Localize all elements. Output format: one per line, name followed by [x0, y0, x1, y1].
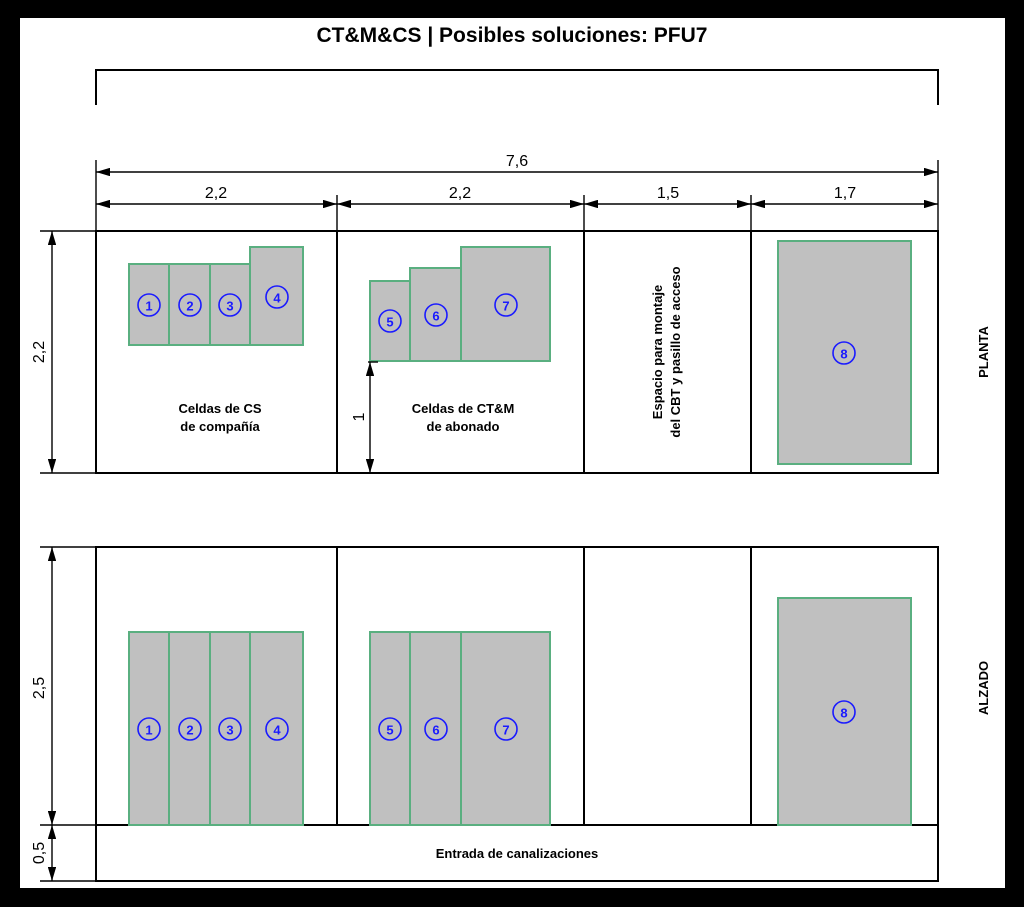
cell-box [168, 631, 211, 826]
alzado-cell-7: 7 [460, 631, 551, 826]
entrada-label: Entrada de canalizaciones [436, 846, 599, 861]
cell-number-circle [832, 700, 856, 724]
width-label-1: 2,2 [205, 185, 227, 202]
cell-number: 5 [386, 723, 393, 738]
cs-label-line1: Celdas de CS [178, 401, 261, 416]
planta-cell-6: 6 [409, 267, 462, 362]
cell-box [777, 240, 912, 465]
cell-number-circle [178, 293, 202, 317]
alzado-cell-8: 8 [777, 597, 912, 826]
cell-box [249, 246, 304, 346]
cell-number: 1 [145, 723, 152, 738]
alzado-height-dimension: 2,5 0,5 [31, 546, 96, 882]
planta-cell-8: 8 [777, 240, 912, 465]
cell-number-circle [378, 717, 402, 741]
planta-label: PLANTA [976, 326, 991, 378]
cell-number: 8 [840, 706, 847, 721]
alzado-cell-1: 1 [128, 631, 170, 826]
alzado-cell-6: 6 [409, 631, 462, 826]
top-bracket [95, 69, 939, 105]
cell-number-circle [218, 717, 242, 741]
planta-height-dimension: 2,2 [31, 230, 96, 474]
cell-number-circle [137, 717, 161, 741]
cell-number: 2 [186, 299, 193, 314]
cell-number-circle [178, 717, 202, 741]
base-height-label: 0,5 [31, 842, 48, 864]
cell-number: 1 [145, 299, 152, 314]
planta-cell-7: 7 [460, 246, 551, 362]
cs-label-line2: de compañía [180, 419, 260, 434]
cell-number-circle [378, 309, 402, 333]
cell-number: 4 [273, 291, 281, 306]
width-label-3: 1,5 [657, 185, 679, 202]
cell-number: 8 [840, 347, 847, 362]
alzado-cell-3: 3 [209, 631, 251, 826]
cell-number-circle [494, 293, 518, 317]
space-label-line1: Espacio para montaje [650, 285, 665, 419]
planta-cell-2: 2 [168, 263, 211, 346]
cell-box [777, 597, 912, 826]
planta-view: 1 2 3 4 5 6 7 8 Celdas de CS de compañía Celdas… [95, 230, 991, 474]
total-width-label: 7,6 [506, 153, 528, 170]
width-label-2: 2,2 [449, 185, 471, 202]
cell-number: 6 [432, 309, 439, 324]
sub-width-dimensions: 2,2 2,2 1,5 1,7 [96, 185, 938, 231]
cell-number: 3 [226, 299, 233, 314]
alzado-height-label: 2,5 [31, 677, 48, 699]
planta-cell-4: 4 [249, 246, 304, 346]
cell-box [369, 280, 411, 362]
cell-box [128, 631, 170, 826]
cell-box [209, 631, 251, 826]
cell-offset-dimension: 1 [351, 361, 378, 473]
cell-number-circle [494, 717, 518, 741]
ctm-label-line2: de abonado [427, 419, 500, 434]
cell-number: 3 [226, 723, 233, 738]
cell-number: 6 [432, 723, 439, 738]
cell-number: 4 [273, 723, 281, 738]
cell-number-circle [265, 717, 289, 741]
cell-offset-label: 1 [351, 412, 368, 421]
planta-height-label: 2,2 [31, 341, 48, 363]
cell-number: 7 [502, 723, 509, 738]
cell-number-circle [265, 285, 289, 309]
alzado-view: 1 2 3 4 5 6 7 8 Entrada de canalizaciones ALZAD… [95, 546, 991, 882]
cell-box [409, 631, 462, 826]
cell-box [460, 246, 551, 362]
space-label-line2: del CBT y pasillo de acceso [668, 266, 683, 437]
cell-number-circle [137, 293, 161, 317]
cell-number: 5 [386, 315, 393, 330]
planta-cell-1: 1 [128, 263, 170, 346]
width-label-4: 1,7 [834, 185, 856, 202]
cell-number-circle [832, 341, 856, 365]
alzado-label: ALZADO [976, 661, 991, 715]
alzado-cell-2: 2 [168, 631, 211, 826]
alzado-cell-4: 4 [249, 631, 304, 826]
planta-cell-5: 5 [369, 280, 411, 362]
cell-box [460, 631, 551, 826]
planta-cell-3: 3 [209, 263, 251, 346]
total-width-dimension: 7,6 [95, 153, 939, 231]
cell-number: 7 [502, 299, 509, 314]
cell-number-circle [218, 293, 242, 317]
cell-box [168, 263, 211, 346]
alzado-cell-5: 5 [369, 631, 411, 826]
cell-number: 2 [186, 723, 193, 738]
title: CT&M&CS | Posibles soluciones: PFU7 [317, 24, 708, 47]
cell-box [249, 631, 304, 826]
cell-number-circle [424, 717, 448, 741]
cell-number-circle [424, 303, 448, 327]
ctm-label-line1: Celdas de CT&M [412, 401, 515, 416]
